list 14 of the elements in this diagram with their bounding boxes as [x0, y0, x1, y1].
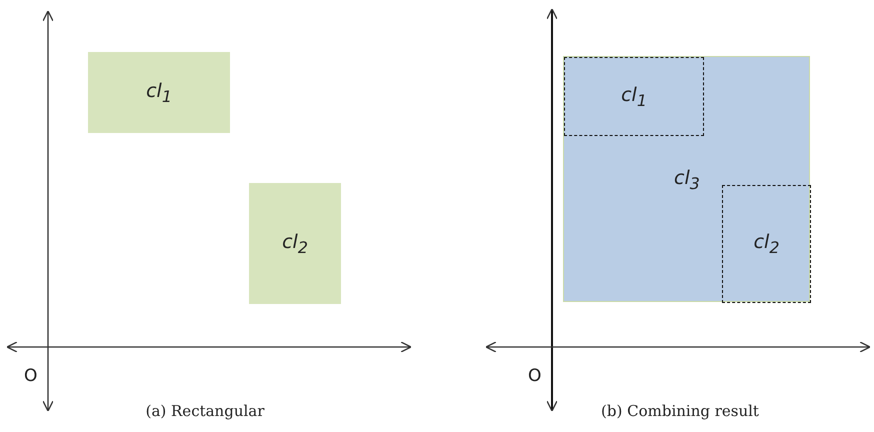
origin-label: O [528, 366, 542, 386]
subfigure-caption: (b) Combining result [601, 402, 759, 420]
cluster-label: cl$_{1}$ [146, 80, 172, 106]
cluster-label: cl$_{1}$ [621, 84, 647, 110]
dashed-rectangle [564, 57, 704, 136]
origin-label: O [24, 366, 38, 386]
dashed-rectangle [722, 185, 811, 303]
combined-rectangle [563, 56, 810, 302]
cluster-rectangle [249, 183, 341, 304]
cluster-rectangle [88, 52, 230, 133]
cluster-label: cl$_{2}$ [754, 231, 780, 257]
cluster-label: cl$_{3}$ [674, 167, 700, 193]
cluster-label: cl$_{2}$ [282, 230, 308, 256]
subfigure-caption: (a) Rectangular [146, 402, 264, 420]
